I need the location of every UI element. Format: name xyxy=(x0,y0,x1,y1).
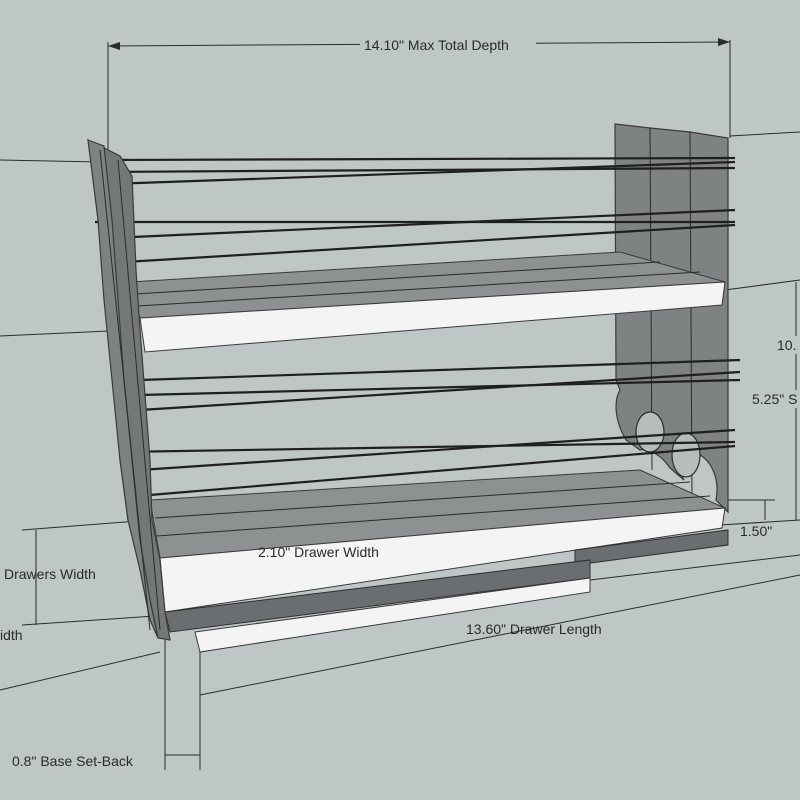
lower-shelf xyxy=(149,469,729,613)
drawer-base xyxy=(164,559,591,653)
width-partial-label: idth xyxy=(0,627,23,643)
top-rods xyxy=(95,156,736,264)
drawer-width-label: 2.10" Drawer Width xyxy=(258,544,379,560)
front-side-panel xyxy=(87,138,171,641)
shelf-spacing-label: 5.25" S xyxy=(752,391,797,407)
total-height-partial-label: 10. xyxy=(777,337,796,353)
middle-rods xyxy=(119,358,741,497)
drawers-width-label: Drawers Width xyxy=(4,566,96,582)
drawer-length-label: 13.60" Drawer Length xyxy=(466,621,602,637)
extension-lines xyxy=(0,40,800,770)
base-height-label: 1.50" xyxy=(740,523,772,539)
dimension-labels: 14.10" Max Total Depth 2.10" Drawer Widt… xyxy=(0,34,800,769)
base-setback-label: 0.8" Base Set-Back xyxy=(12,753,134,769)
max-total-depth-label: 14.10" Max Total Depth xyxy=(364,37,509,53)
